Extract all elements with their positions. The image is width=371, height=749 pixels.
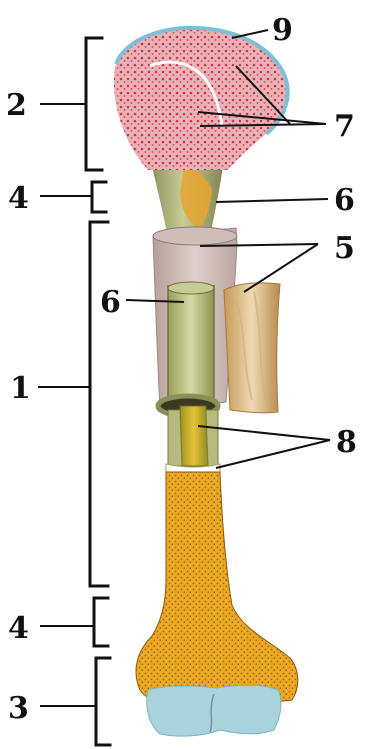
leader-6-upper bbox=[216, 199, 328, 202]
distal-bone-yellow bbox=[136, 472, 298, 703]
leader-5b bbox=[244, 244, 318, 292]
label-6-left: 6 bbox=[100, 285, 121, 320]
bracket-epiphysis-distal bbox=[40, 658, 110, 745]
label-6-upper: 6 bbox=[334, 183, 355, 218]
distal-articular-cartilage bbox=[147, 685, 281, 736]
label-8: 8 bbox=[336, 425, 357, 460]
label-3: 3 bbox=[8, 691, 29, 726]
bracket-metaphysis-lower bbox=[40, 598, 108, 646]
periosteum-flap bbox=[224, 283, 280, 413]
medullary-cavity-marrow bbox=[180, 406, 208, 466]
label-5: 5 bbox=[334, 231, 355, 266]
bracket-diaphysis bbox=[38, 222, 108, 586]
label-1: 1 bbox=[10, 371, 31, 406]
label-9: 9 bbox=[272, 13, 293, 48]
bracket-metaphysis-upper bbox=[40, 182, 106, 212]
leader-8b bbox=[216, 440, 330, 468]
label-7: 7 bbox=[334, 109, 355, 144]
label-4-upper: 4 bbox=[8, 181, 29, 216]
label-2: 2 bbox=[6, 88, 27, 123]
periosteum-rim bbox=[153, 227, 237, 245]
compact-bone-top bbox=[168, 282, 214, 294]
label-4-lower: 4 bbox=[8, 611, 29, 646]
bracket-epiphysis-proximal bbox=[40, 38, 102, 170]
